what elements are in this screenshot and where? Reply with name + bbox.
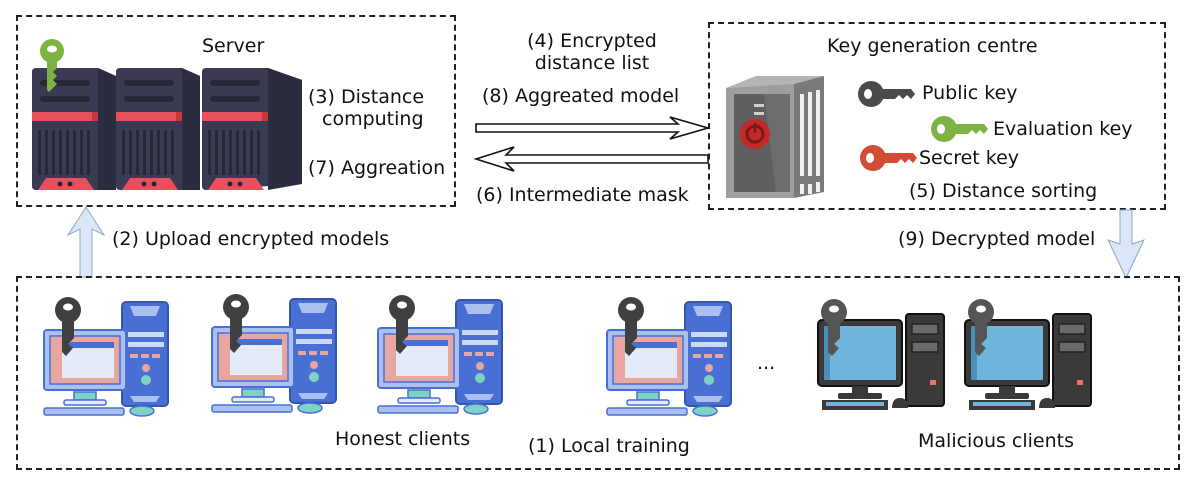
evaluation-key-label: Evaluation key: [993, 118, 1133, 140]
malicious-client-2: [964, 299, 1092, 410]
server-racks-icon: [32, 68, 302, 190]
secret-key-label: Secret key: [919, 147, 1020, 169]
step-distance-sorting: (5) Distance sorting: [909, 180, 1098, 202]
step-decrypted-model: (9) Decrypted model: [898, 228, 1096, 250]
evaluation-key-icon: [931, 116, 988, 142]
server-tower-3: [202, 68, 302, 190]
malicious-clients-label: Malicious clients: [918, 430, 1075, 452]
step-aggregated-model: (8) Aggreated model: [482, 85, 680, 107]
step-aggregation: (7) Aggreation: [308, 157, 446, 179]
arrow-right-to-kgc: [475, 116, 711, 140]
server-title: Server: [202, 35, 265, 57]
honest-client-2: [211, 294, 337, 414]
server-box: [16, 15, 456, 207]
green-key-icon: [40, 39, 64, 92]
kgc-title: Key generation centre: [827, 35, 1038, 57]
decrypted-arrow: [1107, 209, 1145, 280]
step-upload-encrypted-models: (2) Upload encrypted models: [112, 228, 390, 250]
public-key-icon: [858, 81, 915, 107]
server-tower-2: [116, 68, 200, 190]
kgc-box: [708, 22, 1166, 210]
step-local-training: (1) Local training: [528, 435, 690, 457]
step-intermediate-mask: (6) Intermediate mask: [476, 184, 689, 206]
arrow-left-to-server: [473, 146, 709, 172]
upload-arrow: [66, 206, 106, 278]
ellipsis: ...: [757, 352, 776, 374]
secret-key-icon: [860, 145, 917, 171]
malicious-client-1: [817, 299, 945, 410]
kgc-server-icon: [726, 76, 824, 198]
honest-client-4: [606, 297, 732, 417]
honest-client-1: [43, 297, 169, 417]
step-distance-computing: (3) Distance computing: [308, 86, 425, 130]
honest-clients-label: Honest clients: [335, 428, 471, 450]
clients-box: [16, 276, 1180, 470]
step-encrypted-distance-list: (4) Encrypted distance list: [527, 30, 657, 74]
honest-client-3: [377, 295, 503, 415]
public-key-label: Public key: [922, 82, 1018, 104]
